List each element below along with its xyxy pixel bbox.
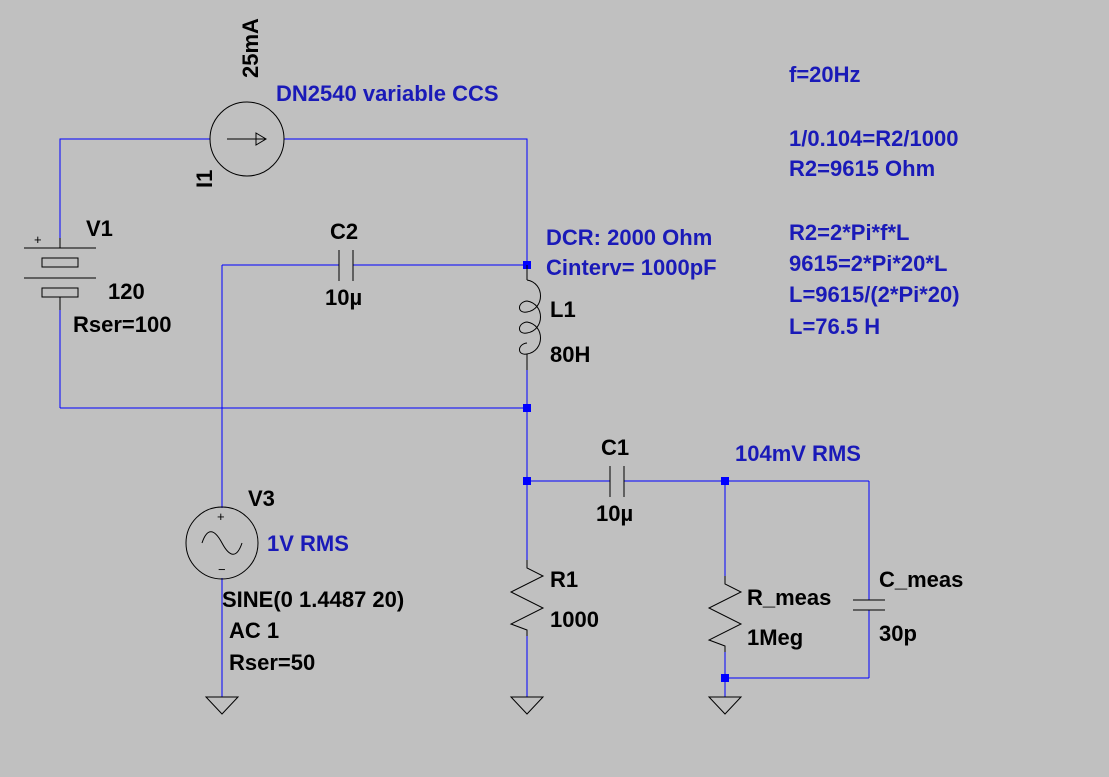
calc-note-line: 1/0.104=R2/1000 — [789, 126, 958, 151]
v3-name-label: V3 — [248, 486, 275, 511]
v3-param1-label: AC 1 — [229, 618, 279, 643]
capacitor-icon[interactable] — [853, 599, 885, 611]
measurement-note: 104mV RMS — [735, 441, 861, 466]
l1-value-label: 80H — [550, 342, 590, 367]
l1-name-label: L1 — [550, 297, 576, 322]
battery-icon[interactable]: + — [24, 232, 96, 310]
junction-node — [523, 404, 531, 412]
r1-value-label: 1000 — [550, 607, 599, 632]
resistor-icon[interactable] — [509, 560, 545, 636]
current-source-icon[interactable] — [209, 101, 285, 177]
svg-text:−: − — [218, 562, 226, 577]
cmeas-value-label: 30p — [879, 621, 917, 646]
junction-node — [721, 674, 729, 682]
capacitor-icon[interactable] — [338, 250, 354, 281]
junction-node — [523, 477, 531, 485]
svg-text:+: + — [34, 232, 42, 247]
sine-source-icon[interactable]: + − — [185, 506, 259, 580]
c1-name-label: C1 — [601, 435, 629, 460]
v1-value-label: 120 — [108, 279, 145, 304]
wire-v1-top — [59, 138, 210, 238]
calc-note-line: L=76.5 H — [789, 314, 880, 339]
calc-note-line: L=9615/(2*Pi*20) — [789, 282, 960, 307]
wire-i1-to-l1 — [284, 138, 528, 265]
calc-note-line: f=20Hz — [789, 62, 861, 87]
ground-icon — [509, 696, 545, 715]
resistor-icon[interactable] — [707, 576, 743, 652]
calc-note-line: R2=9615 Ohm — [789, 156, 935, 181]
l1-cinterv-note: Cinterv= 1000pF — [546, 255, 717, 280]
v3-note: 1V RMS — [267, 531, 349, 556]
ground-icon — [707, 696, 743, 715]
i1-value-label: 25mA — [238, 18, 263, 78]
wires — [59, 138, 870, 697]
calc-note-line: R2=2*Pi*f*L — [789, 220, 909, 245]
i1-note: DN2540 variable CCS — [276, 81, 499, 106]
rmeas-name-label: R_meas — [747, 585, 831, 610]
inductor-icon[interactable] — [519, 265, 541, 370]
v1-name-label: V1 — [86, 216, 113, 241]
i1-name-label: I1 — [192, 170, 217, 188]
v3-param2-label: Rser=50 — [229, 650, 315, 675]
c2-name-label: C2 — [330, 219, 358, 244]
capacitor-icon[interactable] — [609, 466, 625, 497]
cmeas-name-label: C_meas — [879, 567, 963, 592]
calc-notes: f=20Hz 1/0.104=R2/1000 R2=9615 Ohm R2=2*… — [789, 62, 960, 339]
v1-param-label: Rser=100 — [73, 312, 171, 337]
ground-icon — [204, 696, 240, 715]
v3-value-label: SINE(0 1.4487 20) — [222, 587, 404, 612]
junction-node — [721, 477, 729, 485]
svg-text:+: + — [217, 509, 225, 524]
calc-note-line: 9615=2*Pi*20*L — [789, 251, 947, 276]
rmeas-value-label: 1Meg — [747, 625, 803, 650]
c2-value-label: 10µ — [325, 285, 362, 310]
r1-name-label: R1 — [550, 567, 578, 592]
c1-value-label: 10µ — [596, 501, 633, 526]
l1-dcr-note: DCR: 2000 Ohm — [546, 225, 712, 250]
